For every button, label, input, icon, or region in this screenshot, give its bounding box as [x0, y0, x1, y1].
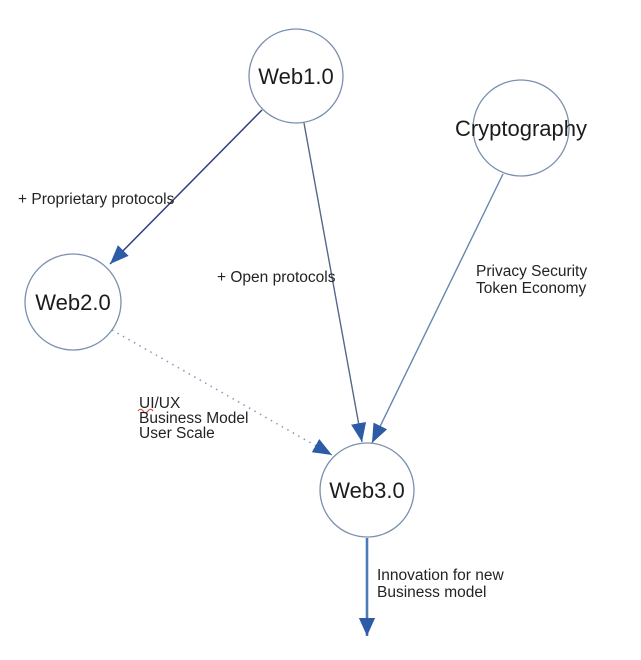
node-cryptography-circle	[472, 79, 570, 177]
edge-web2-to-web3	[111, 329, 333, 456]
node-cryptography: Cryptography	[455, 79, 587, 177]
edge-label-innovation-line2: Business model	[377, 584, 486, 601]
edge-cryptography-to-web3	[371, 173, 504, 444]
spellcheck-underline	[137, 408, 154, 414]
edge-label-business-model: Business Model	[139, 410, 248, 427]
node-web3-circle	[319, 442, 415, 538]
edge-label-token-economy: Token Economy	[476, 280, 587, 297]
edge-label-uiux: UI/UX	[139, 395, 181, 412]
edge-label-user-scale: User Scale	[139, 425, 215, 442]
node-web1-label: Web1.0	[258, 64, 333, 89]
node-web3: Web3.0	[319, 442, 415, 538]
node-web1-circle	[248, 28, 344, 124]
node-web3-label: Web3.0	[329, 478, 404, 503]
node-web2: Web2.0	[24, 253, 122, 351]
edge-web1-to-web2	[109, 109, 263, 265]
node-web1: Web1.0	[248, 28, 344, 124]
edge-label-innovation-line1: Innovation for new	[377, 567, 504, 584]
edge-web1-to-web3	[303, 122, 367, 443]
node-web2-label: Web2.0	[35, 290, 110, 315]
node-cryptography-label: Cryptography	[455, 116, 587, 141]
edge-label-open-protocols: + Open protocols	[217, 269, 336, 286]
edge-label-privacy-security: Privacy Security	[476, 263, 587, 280]
node-web2-circle	[24, 253, 122, 351]
edge-label-proprietary-protocols: + Proprietary protocols	[18, 191, 175, 208]
